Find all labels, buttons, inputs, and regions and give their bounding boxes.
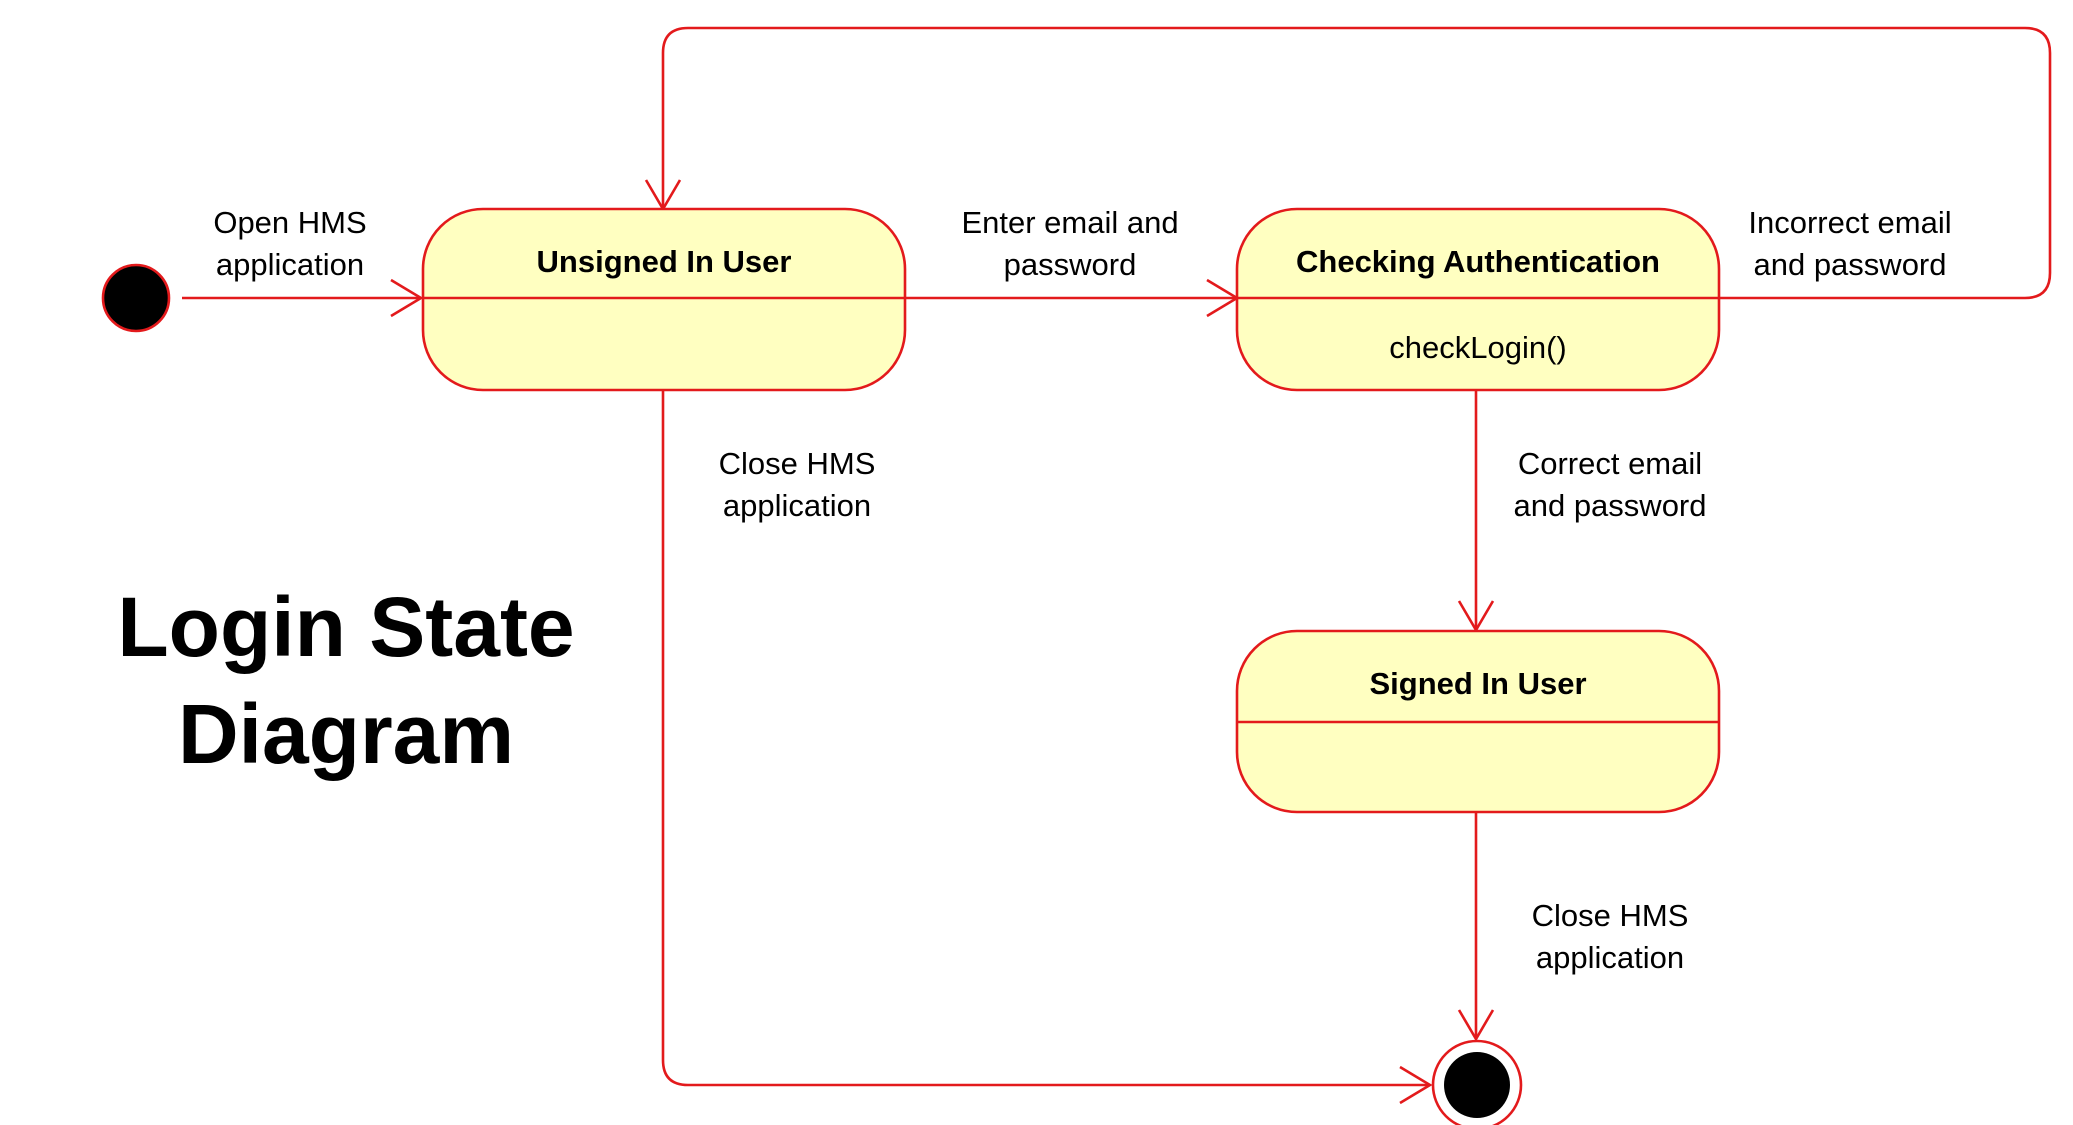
label-correct-line-1: Correct email (1518, 446, 1702, 481)
diagram-title-line-1: Login State (117, 580, 574, 674)
label-enter-credentials-line-2: password (1004, 247, 1137, 282)
label-close-signed-line-1: Close HMS (1532, 898, 1689, 933)
transition-close-from-unsigned (661, 390, 1433, 1105)
label-incorrect-line-2: and password (1753, 247, 1946, 282)
state-unsigned-name: Unsigned In User (537, 244, 792, 279)
transition-open-app (182, 278, 424, 318)
final-node (1431, 1039, 1523, 1125)
state-unsigned-in-user: Unsigned In User (421, 207, 907, 392)
state-signed-in-user: Signed In User (1235, 629, 1721, 814)
transition-close-from-signed (1457, 812, 1495, 1042)
state-checking-name: Checking Authentication (1296, 244, 1660, 279)
label-close-unsigned-line-2: application (723, 488, 871, 523)
label-open-app-line-2: application (216, 247, 364, 282)
transition-correct (1457, 390, 1495, 633)
transition-enter-credentials (903, 278, 1240, 318)
initial-node (101, 263, 171, 333)
label-enter-credentials-line-1: Enter email and (961, 205, 1178, 240)
label-incorrect-line-1: Incorrect email (1748, 205, 1951, 240)
label-close-signed-line-2: application (1536, 940, 1684, 975)
state-signed-name: Signed In User (1369, 666, 1586, 701)
label-correct-line-2: and password (1513, 488, 1706, 523)
label-open-app-line-1: Open HMS (213, 205, 366, 240)
state-checking-activity: checkLogin() (1389, 330, 1566, 365)
label-close-unsigned-line-1: Close HMS (719, 446, 876, 481)
diagram-title-line-2: Diagram (178, 687, 514, 781)
state-checking-authentication: Checking Authentication checkLogin() (1235, 207, 1721, 392)
